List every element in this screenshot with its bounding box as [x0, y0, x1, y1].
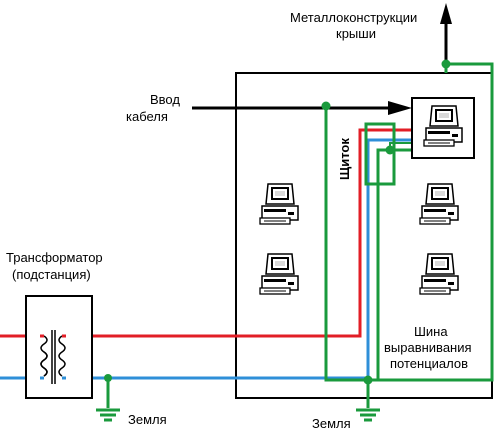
cable-entry-arrow-head: [388, 101, 412, 115]
neutral-conductor-building: [64, 138, 412, 380]
ground-icon: [96, 408, 120, 422]
panel-box: [364, 122, 396, 186]
cable-label-line1: Ввод: [150, 92, 180, 107]
ground-icon: [356, 408, 380, 422]
computer-icon: [419, 253, 459, 295]
junction-dot: [321, 101, 331, 111]
junction-dot: [385, 145, 395, 155]
cable-label-line2: кабеля: [126, 109, 168, 124]
ground-center-label: Земля: [312, 416, 351, 429]
panel-label: Щиток: [337, 138, 352, 180]
bus-label-line2: выравнивания: [384, 340, 472, 355]
transformer-label-line2: (подстанция): [12, 267, 91, 282]
roof-arrow-head: [440, 3, 452, 24]
computer-icon: [259, 183, 299, 225]
ground-left-label: Земля: [128, 412, 167, 427]
junction-dot: [363, 375, 373, 385]
transformer-label-line1: Трансформатор: [6, 250, 103, 265]
computer-icon: [259, 253, 299, 295]
roof-label-line1: Металлоконструкции: [290, 10, 417, 25]
bus-label-line3: потенциалов: [390, 356, 468, 371]
transformer-icon: [40, 330, 66, 384]
computer-icon: [419, 183, 459, 225]
bus-label-line1: Шина: [414, 324, 448, 339]
junction-dot: [104, 374, 112, 382]
roof-label-line2: крыши: [336, 26, 376, 41]
transformer-box: [25, 295, 93, 399]
junction-dot: [441, 59, 451, 69]
phase-conductor-building: [64, 128, 412, 338]
